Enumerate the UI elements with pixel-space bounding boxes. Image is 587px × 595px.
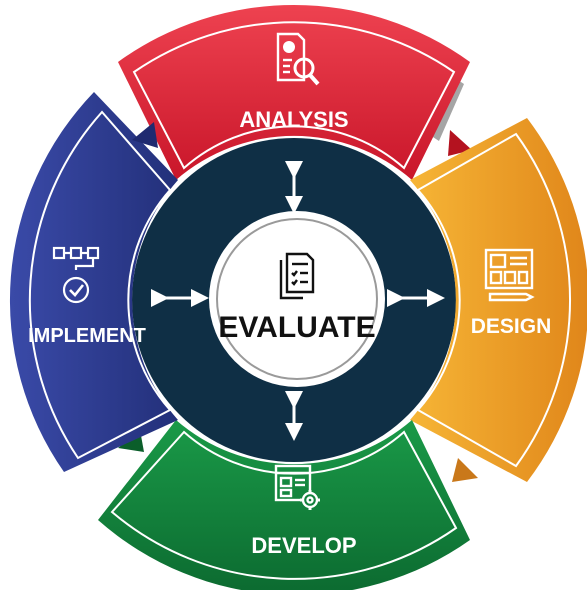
center-evaluate[interactable]: EVALUATE (209, 211, 385, 387)
report-magnifier-icon (276, 32, 320, 86)
implement-tab (132, 122, 158, 148)
implement-outline (28, 110, 172, 460)
develop-shape (98, 420, 470, 595)
develop-outline (110, 430, 458, 580)
window-gear-icon (274, 464, 320, 510)
document-checklist-icon (279, 252, 315, 300)
segment-analysis[interactable]: ANALYSIS (118, 4, 472, 181)
flowchart-check-icon (52, 246, 100, 304)
segment-design[interactable]: DESIGN (410, 118, 587, 482)
analysis-shape (118, 4, 470, 181)
implement-label: IMPLEMENT (28, 325, 146, 347)
design-label: DESIGN (471, 315, 552, 338)
design-outline (416, 132, 572, 468)
analysis-label: ANALYSIS (239, 107, 348, 132)
connector-arrows (151, 161, 445, 441)
layout-pencil-icon (484, 248, 535, 302)
design-tab (452, 458, 478, 482)
center-label: EVALUATE (218, 311, 375, 344)
segment-implement[interactable]: IMPLEMENT (9, 92, 178, 472)
implement-shape (9, 92, 178, 472)
analysis-outline (132, 21, 456, 170)
center-inner-ring (216, 218, 378, 380)
develop-label: DEVELOP (251, 533, 356, 558)
segment-develop[interactable]: DEVELOP (98, 420, 470, 595)
analysis-tab (448, 130, 472, 156)
